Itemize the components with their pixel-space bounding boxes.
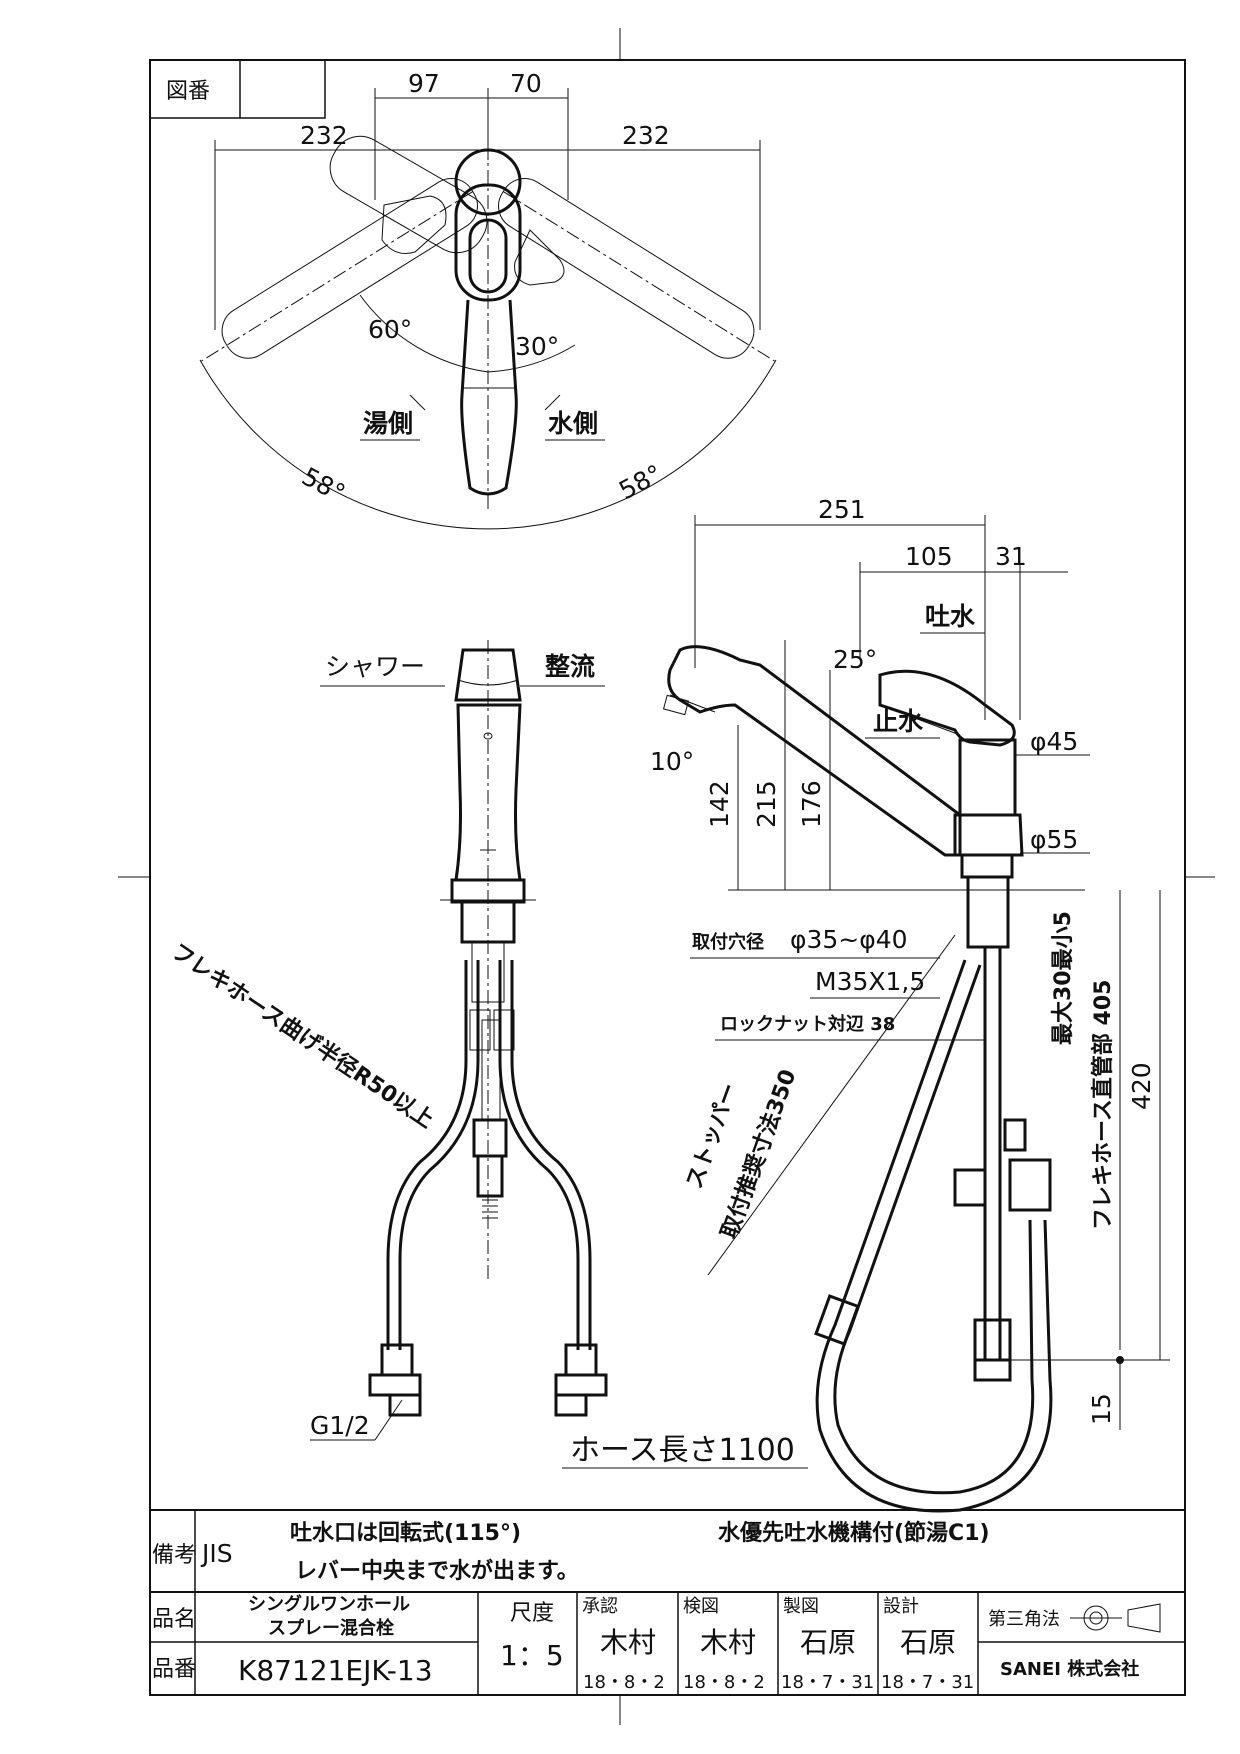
label-thread-g12: G1/2 bbox=[310, 1411, 370, 1440]
draw-name: 石原 bbox=[800, 1626, 856, 1659]
dim-215: 215 bbox=[752, 780, 781, 828]
label-cold-side: 水側 bbox=[548, 409, 598, 438]
dim-31: 31 bbox=[995, 542, 1027, 571]
draw-date: 18・7・31 bbox=[781, 1672, 874, 1693]
label-dia45: φ45 bbox=[1030, 727, 1078, 756]
front-view: シャワー 整流 フレキホース曲げ半径 bbox=[167, 640, 608, 1441]
note-water-priority: 水優先吐水機構付(節湯C1) bbox=[718, 1520, 990, 1546]
angle-25: 25° bbox=[833, 645, 877, 674]
company-name: SANEI 株式会社 bbox=[1000, 1658, 1139, 1680]
label-thread-m35: M35X1,5 bbox=[815, 967, 925, 996]
label-hot-side: 湯側 bbox=[363, 409, 413, 438]
label-dia55: φ55 bbox=[1030, 825, 1078, 854]
angle-58-right: 58° bbox=[614, 459, 667, 505]
side-view: 251 105 31 吐水 25° 止水 φ45 φ55 142 215 bbox=[562, 495, 1170, 1513]
dim-142: 142 bbox=[705, 780, 734, 828]
angle-10: 10° bbox=[650, 747, 694, 776]
label-approve: 承認 bbox=[582, 1596, 618, 1617]
label-notes: 備考 bbox=[152, 1543, 196, 1568]
approve-name: 木村 bbox=[600, 1626, 656, 1659]
angle-58-left: 58° bbox=[297, 462, 350, 508]
check-date: 18・8・2 bbox=[683, 1672, 765, 1693]
zuban-box: 図番 bbox=[149, 59, 326, 119]
dim-70: 70 bbox=[510, 69, 542, 98]
dim-105: 105 bbox=[905, 542, 953, 571]
product-number: K87121EJK-13 bbox=[238, 1654, 433, 1687]
label-locknut: ロックナット対辺 38 bbox=[720, 1013, 895, 1035]
label-projection: 第三角法 bbox=[988, 1609, 1060, 1630]
dim-232-right: 232 bbox=[622, 121, 670, 150]
label-design: 設計 bbox=[883, 1596, 919, 1617]
label-product-name: 品名 bbox=[152, 1607, 196, 1632]
title-block: 備考 JIS 吐水口は回転式(115°) レバー中央まで水が出ます。 水優先吐水… bbox=[150, 1509, 1185, 1695]
product-name-line1: シングルワンホール bbox=[248, 1593, 410, 1615]
label-jis: JIS bbox=[200, 1539, 233, 1568]
label-flex-length: フレキホース直管部 405 bbox=[1090, 980, 1116, 1230]
label-spout-water: 吐水 bbox=[925, 602, 976, 631]
dim-15: 15 bbox=[1087, 1393, 1116, 1425]
label-mount-hole: 取付穴径 bbox=[692, 931, 764, 953]
center-marks bbox=[118, 28, 1215, 1725]
approve-date: 18・8・2 bbox=[583, 1672, 665, 1693]
drawing-border bbox=[149, 59, 1186, 1696]
label-hose-bend: フレキホース曲げ半径R50以上 bbox=[167, 938, 439, 1133]
label-hose-length: ホース長さ1100 bbox=[570, 1433, 795, 1468]
label-draw: 製図 bbox=[783, 1596, 819, 1617]
third-angle-projection-icon bbox=[1070, 1603, 1161, 1633]
top-view: 97 70 232 232 bbox=[199, 69, 777, 530]
dim-232-left: 232 bbox=[300, 121, 348, 150]
zuban-label: 図番 bbox=[166, 79, 210, 104]
note-lever: レバー中央まで水が出ます。 bbox=[295, 1558, 579, 1584]
label-max-thickness: 最大30最小5 bbox=[1051, 911, 1076, 1045]
label-shower: シャワー bbox=[325, 652, 425, 681]
dim-97: 97 bbox=[408, 69, 440, 98]
label-aerated: 整流 bbox=[545, 652, 595, 681]
scale-value: 1：5 bbox=[500, 1639, 564, 1672]
note-rotation: 吐水口は回転式(115°) bbox=[290, 1520, 521, 1546]
label-scale: 尺度 bbox=[510, 1601, 554, 1626]
angle-60: 60° bbox=[368, 315, 412, 344]
label-stopper: ストッパー bbox=[682, 1080, 743, 1192]
check-name: 木村 bbox=[700, 1626, 756, 1659]
label-product-number: 品番 bbox=[152, 1657, 196, 1682]
product-name-line2: スプレー混合栓 bbox=[268, 1617, 394, 1639]
dim-420: 420 bbox=[1127, 1062, 1156, 1110]
label-mount-hole-value: φ35~φ40 bbox=[790, 925, 908, 954]
dim-176: 176 bbox=[797, 780, 826, 828]
dim-251: 251 bbox=[818, 495, 866, 524]
design-date: 18・7・31 bbox=[881, 1672, 974, 1693]
angle-30: 30° bbox=[515, 332, 559, 361]
design-name: 石原 bbox=[900, 1626, 956, 1659]
label-check: 検図 bbox=[683, 1596, 719, 1617]
